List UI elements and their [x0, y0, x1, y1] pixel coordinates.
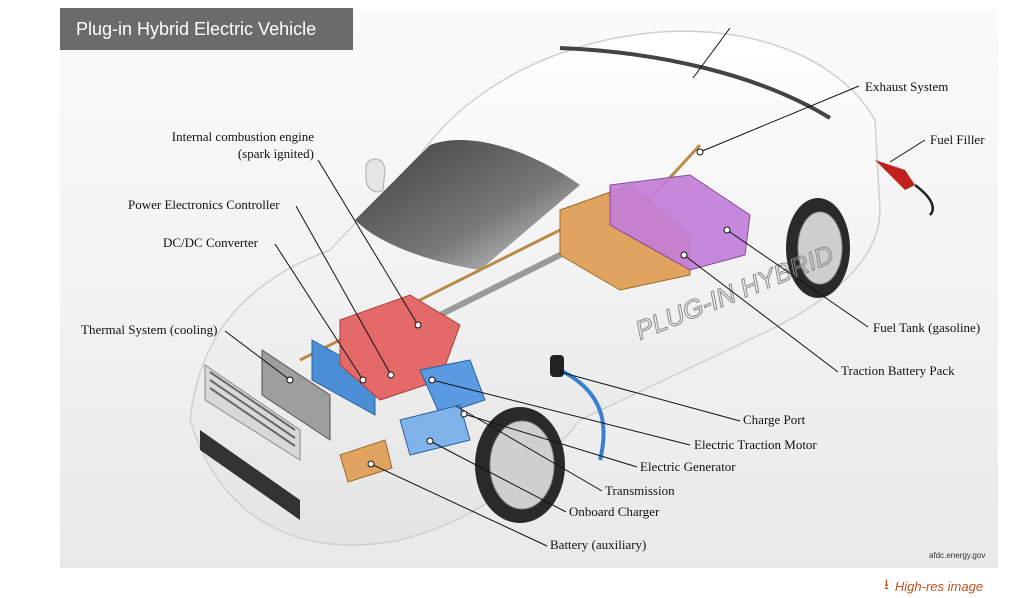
leader-lines: [224, 27, 926, 547]
high-res-image-link[interactable]: ⭳ High-res image: [884, 574, 983, 598]
label-onboard-charger: Onboard Charger: [569, 504, 660, 519]
high-res-link-text[interactable]: High-res image: [894, 578, 984, 594]
fuel-tank-block: [609, 174, 751, 271]
rear-wheel: [786, 198, 850, 298]
aux-battery-block: [339, 439, 393, 483]
label-fuel-filler: Fuel Filler: [930, 132, 985, 147]
charge-cable: [550, 355, 606, 461]
label-electric-generator: Electric Generator: [640, 459, 736, 474]
label-transmission: Transmission: [605, 483, 675, 498]
diagram-title: Plug-in Hybrid Electric Vehicle: [60, 8, 353, 50]
thermal-radiator: [261, 349, 331, 441]
label-power-electronics-controller: Power Electronics Controller: [128, 197, 280, 212]
traction-motor-block: [419, 359, 486, 416]
label-internal-combustion-engine: Internal combustion engine: [171, 129, 314, 144]
label-exhaust-system: Exhaust System: [865, 79, 949, 94]
image-credit: afdc.energy.gov: [929, 551, 986, 560]
label-electric-traction-motor: Electric Traction Motor: [694, 437, 817, 452]
onboard-charger-block: [399, 404, 471, 456]
label-dcdc-converter: DC/DC Converter: [163, 235, 258, 250]
front-grille: [200, 364, 301, 520]
front-wheel: [475, 407, 565, 523]
fuel-nozzle: [875, 160, 934, 216]
roof-edge: [559, 46, 832, 120]
windshield: [355, 139, 580, 270]
label-fuel-tank: Fuel Tank (gasoline): [873, 320, 981, 335]
leader-dots: [286, 148, 731, 468]
label-battery-auxiliary: Battery (auxiliary): [550, 537, 647, 552]
label-spark-ignited: (spark ignited): [237, 146, 314, 161]
side-mirror: [365, 158, 386, 193]
label-thermal-system: Thermal System (cooling): [81, 322, 218, 337]
download-arrow-icon: ⭳: [884, 576, 889, 592]
label-charge-port: Charge Port: [743, 412, 806, 427]
label-traction-battery-pack: Traction Battery Pack: [841, 363, 955, 378]
